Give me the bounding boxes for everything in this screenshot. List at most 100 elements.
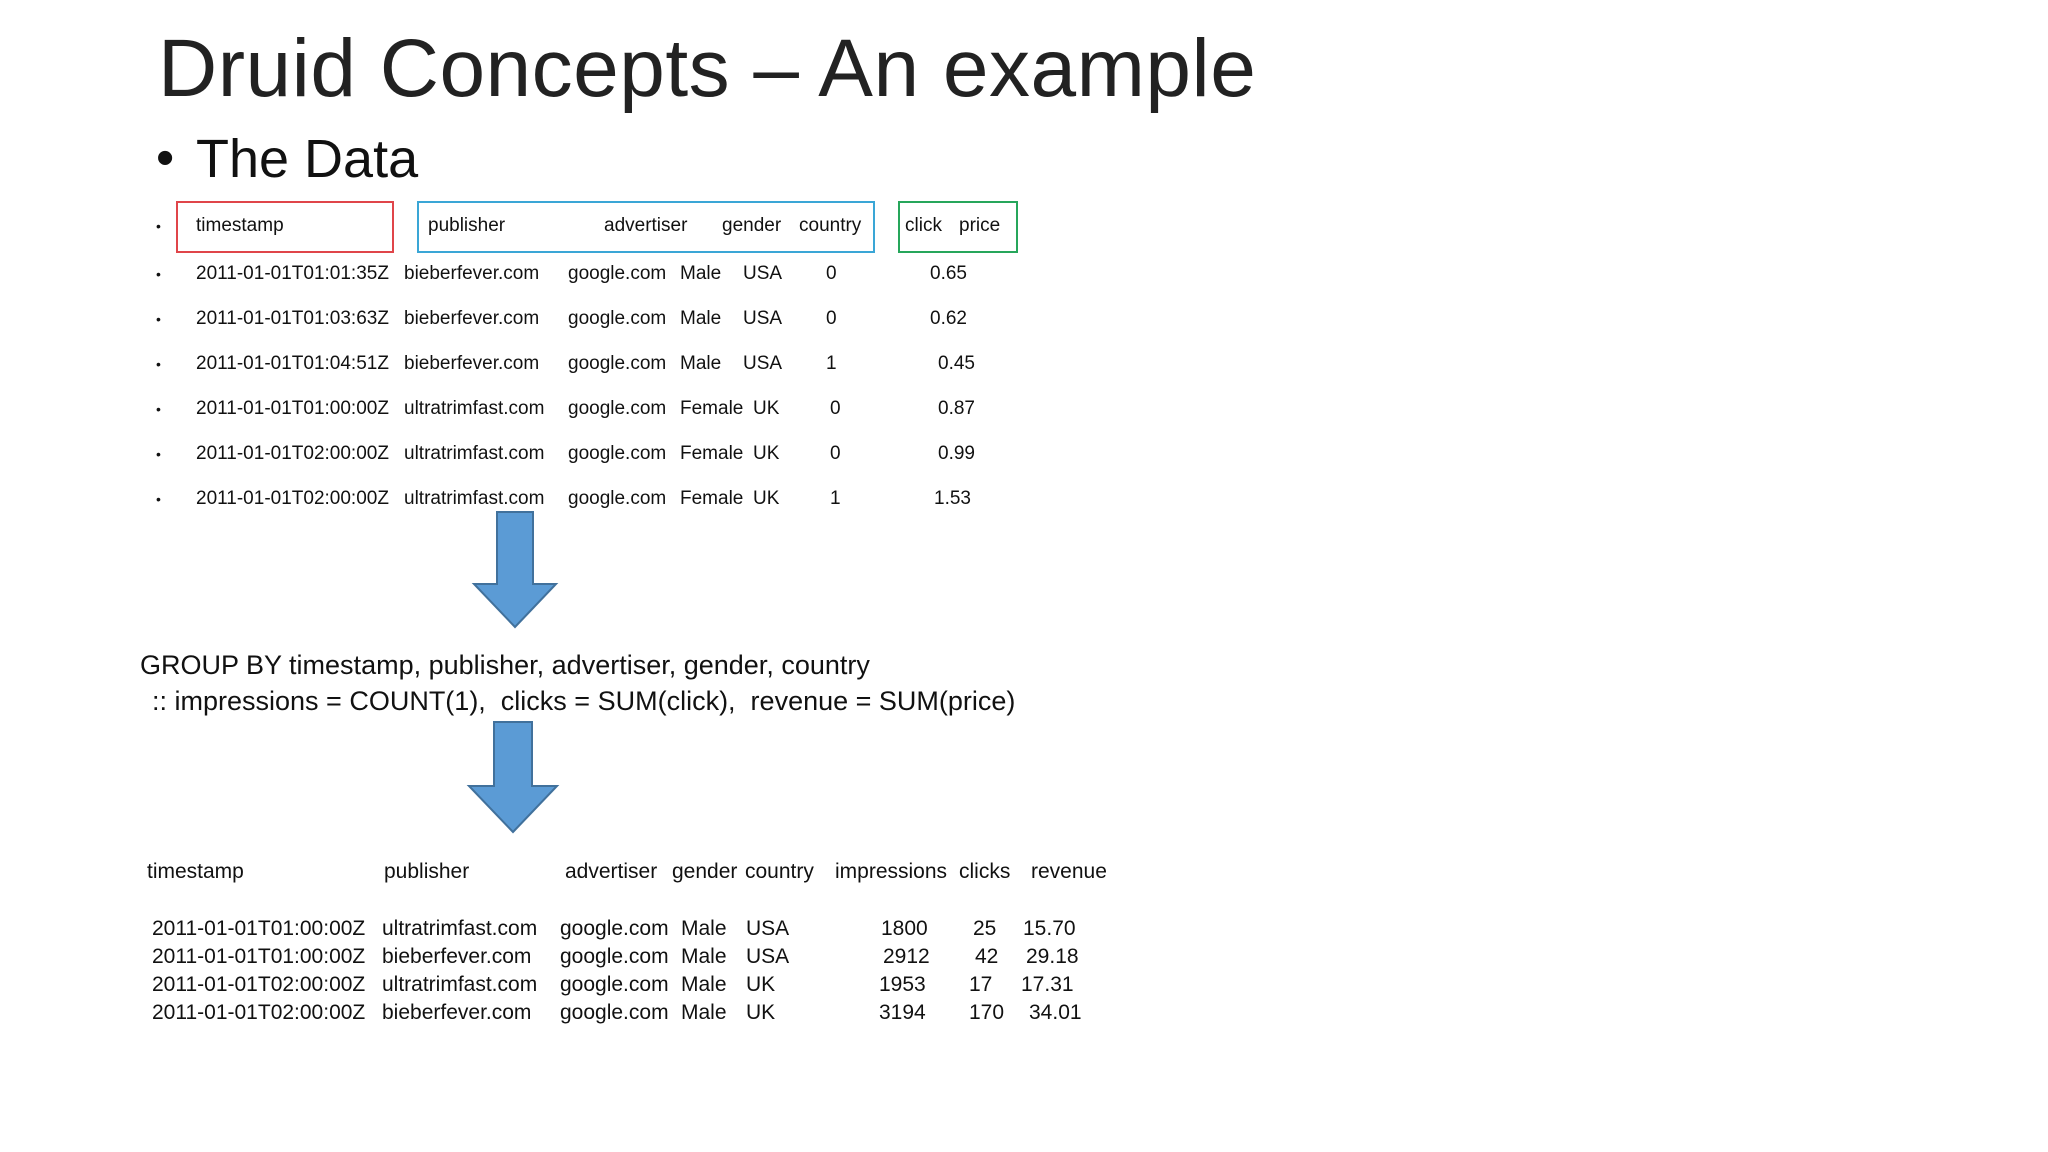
down-arrow-icon	[471, 511, 559, 629]
agg-header-revenue: revenue	[1031, 860, 1107, 883]
cell-gender: Male	[680, 353, 722, 374]
agg-header-publisher: publisher	[384, 860, 470, 883]
cell-gender: Female	[680, 398, 744, 419]
agg-header-country: country	[745, 860, 814, 883]
cell-click: 1	[826, 353, 837, 374]
raw-header-bullet: •	[156, 218, 161, 234]
cell-advertiser: google.com	[568, 443, 667, 464]
agg-cell-timestamp: 2011-01-01T01:00:00Z	[152, 945, 366, 968]
cell-publisher: bieberfever.com	[404, 353, 540, 374]
agg-header-impressions: impressions	[835, 860, 948, 883]
agg-cell-advertiser: google.com	[560, 973, 669, 996]
agg-cell-impressions: 1800	[881, 917, 928, 940]
agg-cell-advertiser: google.com	[560, 945, 669, 968]
cell-gender: Male	[680, 263, 722, 284]
agg-cell-gender: Male	[681, 945, 727, 968]
dimensions-group-box	[417, 201, 875, 253]
row-bullet: •	[156, 491, 161, 507]
agg-cell-country: UK	[746, 973, 776, 996]
cell-price: 0.62	[930, 308, 967, 329]
cell-timestamp: 2011-01-01T02:00:00Z	[196, 488, 389, 509]
agg-header-timestamp: timestamp	[147, 860, 244, 883]
agg-cell-country: USA	[746, 945, 790, 968]
cell-country: USA	[743, 308, 783, 329]
cell-timestamp: 2011-01-01T01:03:63Z	[196, 308, 389, 329]
cell-timestamp: 2011-01-01T01:04:51Z	[196, 353, 389, 374]
agg-cell-advertiser: google.com	[560, 1001, 669, 1024]
cell-advertiser: google.com	[568, 398, 667, 419]
cell-price: 0.65	[930, 263, 967, 284]
agg-cell-clicks: 42	[975, 945, 999, 968]
raw-header-advertiser: advertiser	[604, 215, 688, 236]
group-by-clause: GROUP BY timestamp, publisher, advertise…	[140, 650, 870, 680]
agg-cell-country: USA	[746, 917, 790, 940]
agg-cell-impressions: 3194	[879, 1001, 926, 1024]
cell-click: 0	[830, 398, 841, 419]
cell-publisher: ultratrimfast.com	[404, 443, 545, 464]
agg-cell-gender: Male	[681, 917, 727, 940]
cell-country: UK	[753, 443, 780, 464]
cell-advertiser: google.com	[568, 263, 667, 284]
agg-cell-impressions: 1953	[879, 973, 926, 996]
agg-cell-gender: Male	[681, 1001, 727, 1024]
cell-gender: Female	[680, 488, 744, 509]
cell-timestamp: 2011-01-01T02:00:00Z	[196, 443, 389, 464]
slide-title: Druid Concepts – An example	[158, 23, 1257, 114]
agg-cell-publisher: bieberfever.com	[382, 945, 532, 968]
raw-header-publisher: publisher	[428, 215, 506, 236]
cell-advertiser: google.com	[568, 353, 667, 374]
cell-gender: Male	[680, 308, 722, 329]
cell-gender: Female	[680, 443, 744, 464]
raw-header-price: price	[959, 215, 1001, 236]
agg-cell-publisher: ultratrimfast.com	[382, 917, 538, 940]
raw-header-gender: gender	[722, 215, 782, 236]
cell-country: USA	[743, 353, 783, 374]
agg-header-advertiser: advertiser	[565, 860, 658, 883]
raw-header-timestamp: timestamp	[196, 215, 284, 236]
aggregation-clause: :: impressions = COUNT(1), clicks = SUM(…	[152, 686, 1016, 716]
cell-advertiser: google.com	[568, 488, 667, 509]
slide-subtitle: The Data	[196, 129, 419, 189]
cell-price: 1.53	[934, 488, 971, 509]
cell-country: UK	[753, 488, 780, 509]
row-bullet: •	[156, 401, 161, 417]
row-bullet: •	[156, 266, 161, 282]
agg-cell-publisher: bieberfever.com	[382, 1001, 532, 1024]
cell-timestamp: 2011-01-01T01:01:35Z	[196, 263, 389, 284]
agg-cell-advertiser: google.com	[560, 917, 669, 940]
cell-advertiser: google.com	[568, 308, 667, 329]
cell-click: 1	[830, 488, 841, 509]
row-bullet: •	[156, 311, 161, 327]
cell-timestamp: 2011-01-01T01:00:00Z	[196, 398, 389, 419]
agg-cell-timestamp: 2011-01-01T02:00:00Z	[152, 973, 366, 996]
metrics-group-box	[898, 201, 1018, 253]
agg-cell-timestamp: 2011-01-01T01:00:00Z	[152, 917, 366, 940]
cell-price: 0.45	[938, 353, 975, 374]
agg-cell-clicks: 17	[969, 973, 993, 996]
agg-cell-impressions: 2912	[883, 945, 930, 968]
cell-price: 0.99	[938, 443, 975, 464]
cell-publisher: ultratrimfast.com	[404, 488, 545, 509]
raw-header-click: click	[905, 215, 942, 236]
cell-publisher: bieberfever.com	[404, 308, 540, 329]
agg-cell-revenue: 29.18	[1026, 945, 1079, 968]
agg-cell-clicks: 25	[973, 917, 997, 940]
agg-header-gender: gender	[672, 860, 738, 883]
cell-country: UK	[753, 398, 780, 419]
cell-click: 0	[826, 263, 837, 284]
agg-cell-revenue: 17.31	[1021, 973, 1074, 996]
agg-cell-country: UK	[746, 1001, 776, 1024]
cell-price: 0.87	[938, 398, 975, 419]
cell-publisher: bieberfever.com	[404, 263, 540, 284]
cell-click: 0	[830, 443, 841, 464]
agg-cell-revenue: 15.70	[1023, 917, 1076, 940]
agg-cell-publisher: ultratrimfast.com	[382, 973, 538, 996]
agg-cell-timestamp: 2011-01-01T02:00:00Z	[152, 1001, 366, 1024]
row-bullet: •	[156, 356, 161, 372]
row-bullet: •	[156, 446, 161, 462]
cell-publisher: ultratrimfast.com	[404, 398, 545, 419]
agg-header-clicks: clicks	[959, 860, 1011, 883]
raw-header-country: country	[799, 215, 862, 236]
agg-cell-clicks: 170	[969, 1001, 1005, 1024]
down-arrow-icon	[466, 721, 560, 834]
